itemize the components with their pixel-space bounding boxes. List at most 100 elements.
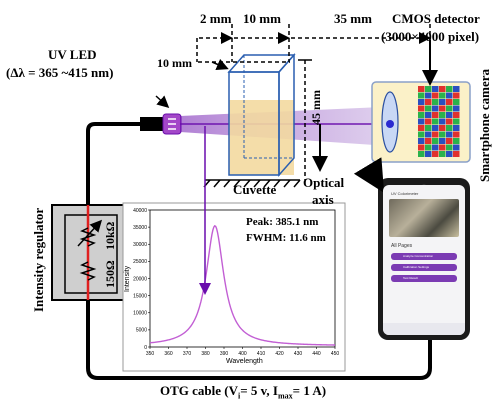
cmos-pixel: [418, 92, 425, 99]
x-tick-label: 450: [331, 351, 340, 357]
cmos-pixel: [446, 125, 453, 131]
resistor-10k-label: 10kΩ: [103, 221, 117, 250]
cmos-pixel: [439, 118, 446, 125]
y-tick-label: 0: [144, 345, 147, 351]
cmos-pixel: [439, 112, 446, 118]
otg-text-2: = 5 v, I: [240, 383, 278, 398]
cmos-pixel: [453, 138, 460, 144]
cmos-pixel: [425, 131, 432, 138]
cmos-pixel: [439, 151, 446, 157]
app-photo: [389, 199, 459, 237]
cmos-pixel: [453, 125, 460, 131]
x-tick-label: 360: [164, 351, 173, 357]
cmos-pixel: [446, 118, 453, 125]
x-tick-label: 440: [312, 351, 321, 357]
intensity-regulator-box: [51, 204, 128, 301]
x-tick-label: 400: [238, 351, 247, 357]
otg-sub-max: max: [277, 391, 293, 401]
cmos-pixel: [453, 131, 460, 138]
x-tick-label: 390: [220, 351, 229, 357]
cmos-pixel: [453, 92, 460, 99]
cmos-pixel: [446, 138, 453, 144]
x-tick-label: 430: [294, 351, 303, 357]
resistor-150-label: 150Ω: [103, 260, 117, 288]
cmos-pixel: [418, 151, 425, 157]
cmos-pixel: [425, 86, 432, 92]
cuvette-stand: [203, 179, 301, 188]
chart-xlabel: Wavelength: [226, 358, 263, 365]
y-tick-label: 5000: [136, 328, 147, 334]
app-nav-bar[interactable]: [383, 323, 465, 335]
spectrum-series-line: [149, 224, 336, 346]
y-tick-label: 15000: [133, 293, 147, 299]
cmos-pixel: [432, 144, 439, 151]
cmos-pixel: [418, 125, 425, 131]
cmos-pixel: [432, 131, 439, 138]
app-button-results[interactable]: Test Result: [391, 275, 457, 282]
cmos-pixel: [418, 86, 425, 92]
y-tick-label: 35000: [133, 225, 147, 231]
cmos-label-line1: CMOS detector: [392, 11, 480, 26]
optical-axis-label-1: Optical: [303, 175, 345, 190]
cmos-pixel: [439, 86, 446, 92]
y-tick-label: 10000: [133, 311, 147, 317]
cmos-pixel: [425, 138, 432, 144]
cmos-pixel: [439, 138, 446, 144]
phone-arrow: [353, 157, 385, 193]
cmos-pixel: [432, 118, 439, 125]
app-button-calibration[interactable]: Calibration Settings: [391, 264, 457, 271]
cmos-pixel: [418, 118, 425, 125]
cmos-pixel: [432, 151, 439, 157]
cmos-pixel: [453, 86, 460, 92]
cmos-pixel: [439, 125, 446, 131]
cmos-pixel: [425, 92, 432, 99]
y-tick-label: 25000: [133, 259, 147, 265]
dim-45mm: 45 mm: [309, 90, 323, 125]
uv-led-pointer: [155, 95, 170, 109]
cmos-pixel: [439, 92, 446, 99]
cmos-pixel: [425, 105, 432, 112]
cmos-pixel: [439, 105, 446, 112]
app-button-analyze[interactable]: Analyze Concentration: [391, 253, 457, 260]
phone-screen[interactable]: UV Colorimeter All Pages Analyze Concent…: [383, 185, 465, 335]
intensity-regulator-label: Intensity regulator: [31, 207, 46, 312]
otg-cable-wire: [86, 122, 432, 380]
cmos-pixel: [425, 118, 432, 125]
x-tick-label: 350: [146, 351, 155, 357]
cmos-pixel: [432, 86, 439, 92]
x-tick-label: 370: [183, 351, 192, 357]
cmos-pixel: [432, 112, 439, 118]
app-all-pages: All Pages: [391, 243, 413, 249]
cuvette-label: Cuvette: [233, 182, 277, 197]
smartphone-camera-label: Smartphone camera: [477, 68, 492, 182]
cmos-pixel: [432, 99, 439, 105]
y-tick-label: 20000: [133, 276, 147, 282]
dim-35mm: 35 mm: [334, 11, 372, 26]
cmos-pixel: [439, 99, 446, 105]
cmos-pixel: [453, 105, 460, 112]
chart-ylabel: Intensity: [124, 265, 131, 292]
x-tick-label: 420: [275, 351, 284, 357]
cmos-pixel: [425, 99, 432, 105]
cmos-pixel: [446, 99, 453, 105]
otg-sub-i: i: [238, 391, 241, 401]
cmos-pixel: [432, 92, 439, 99]
uv-led-range: (Δλ = 365 ~415 nm): [6, 65, 114, 80]
cmos-pixel: [439, 131, 446, 138]
cmos-pixel: [453, 144, 460, 151]
otg-cable-label: OTG cable (Vi= 5 v, Imax= 1 A): [160, 384, 326, 401]
cmos-pixel: [453, 112, 460, 118]
cmos-pixel: [446, 86, 453, 92]
cmos-pixel: [418, 105, 425, 112]
cmos-pixel: [446, 144, 453, 151]
cmos-pixel: [446, 112, 453, 118]
dim-10mm-top: 10 mm: [243, 11, 281, 26]
otg-text-1: OTG cable (V: [160, 383, 238, 398]
cmos-pixel: [418, 131, 425, 138]
cmos-pixel: [425, 151, 432, 157]
y-tick-label: 40000: [133, 208, 147, 214]
cmos-pixel: [425, 144, 432, 151]
cmos-pixel: [418, 99, 425, 105]
cmos-pixel: [446, 105, 453, 112]
